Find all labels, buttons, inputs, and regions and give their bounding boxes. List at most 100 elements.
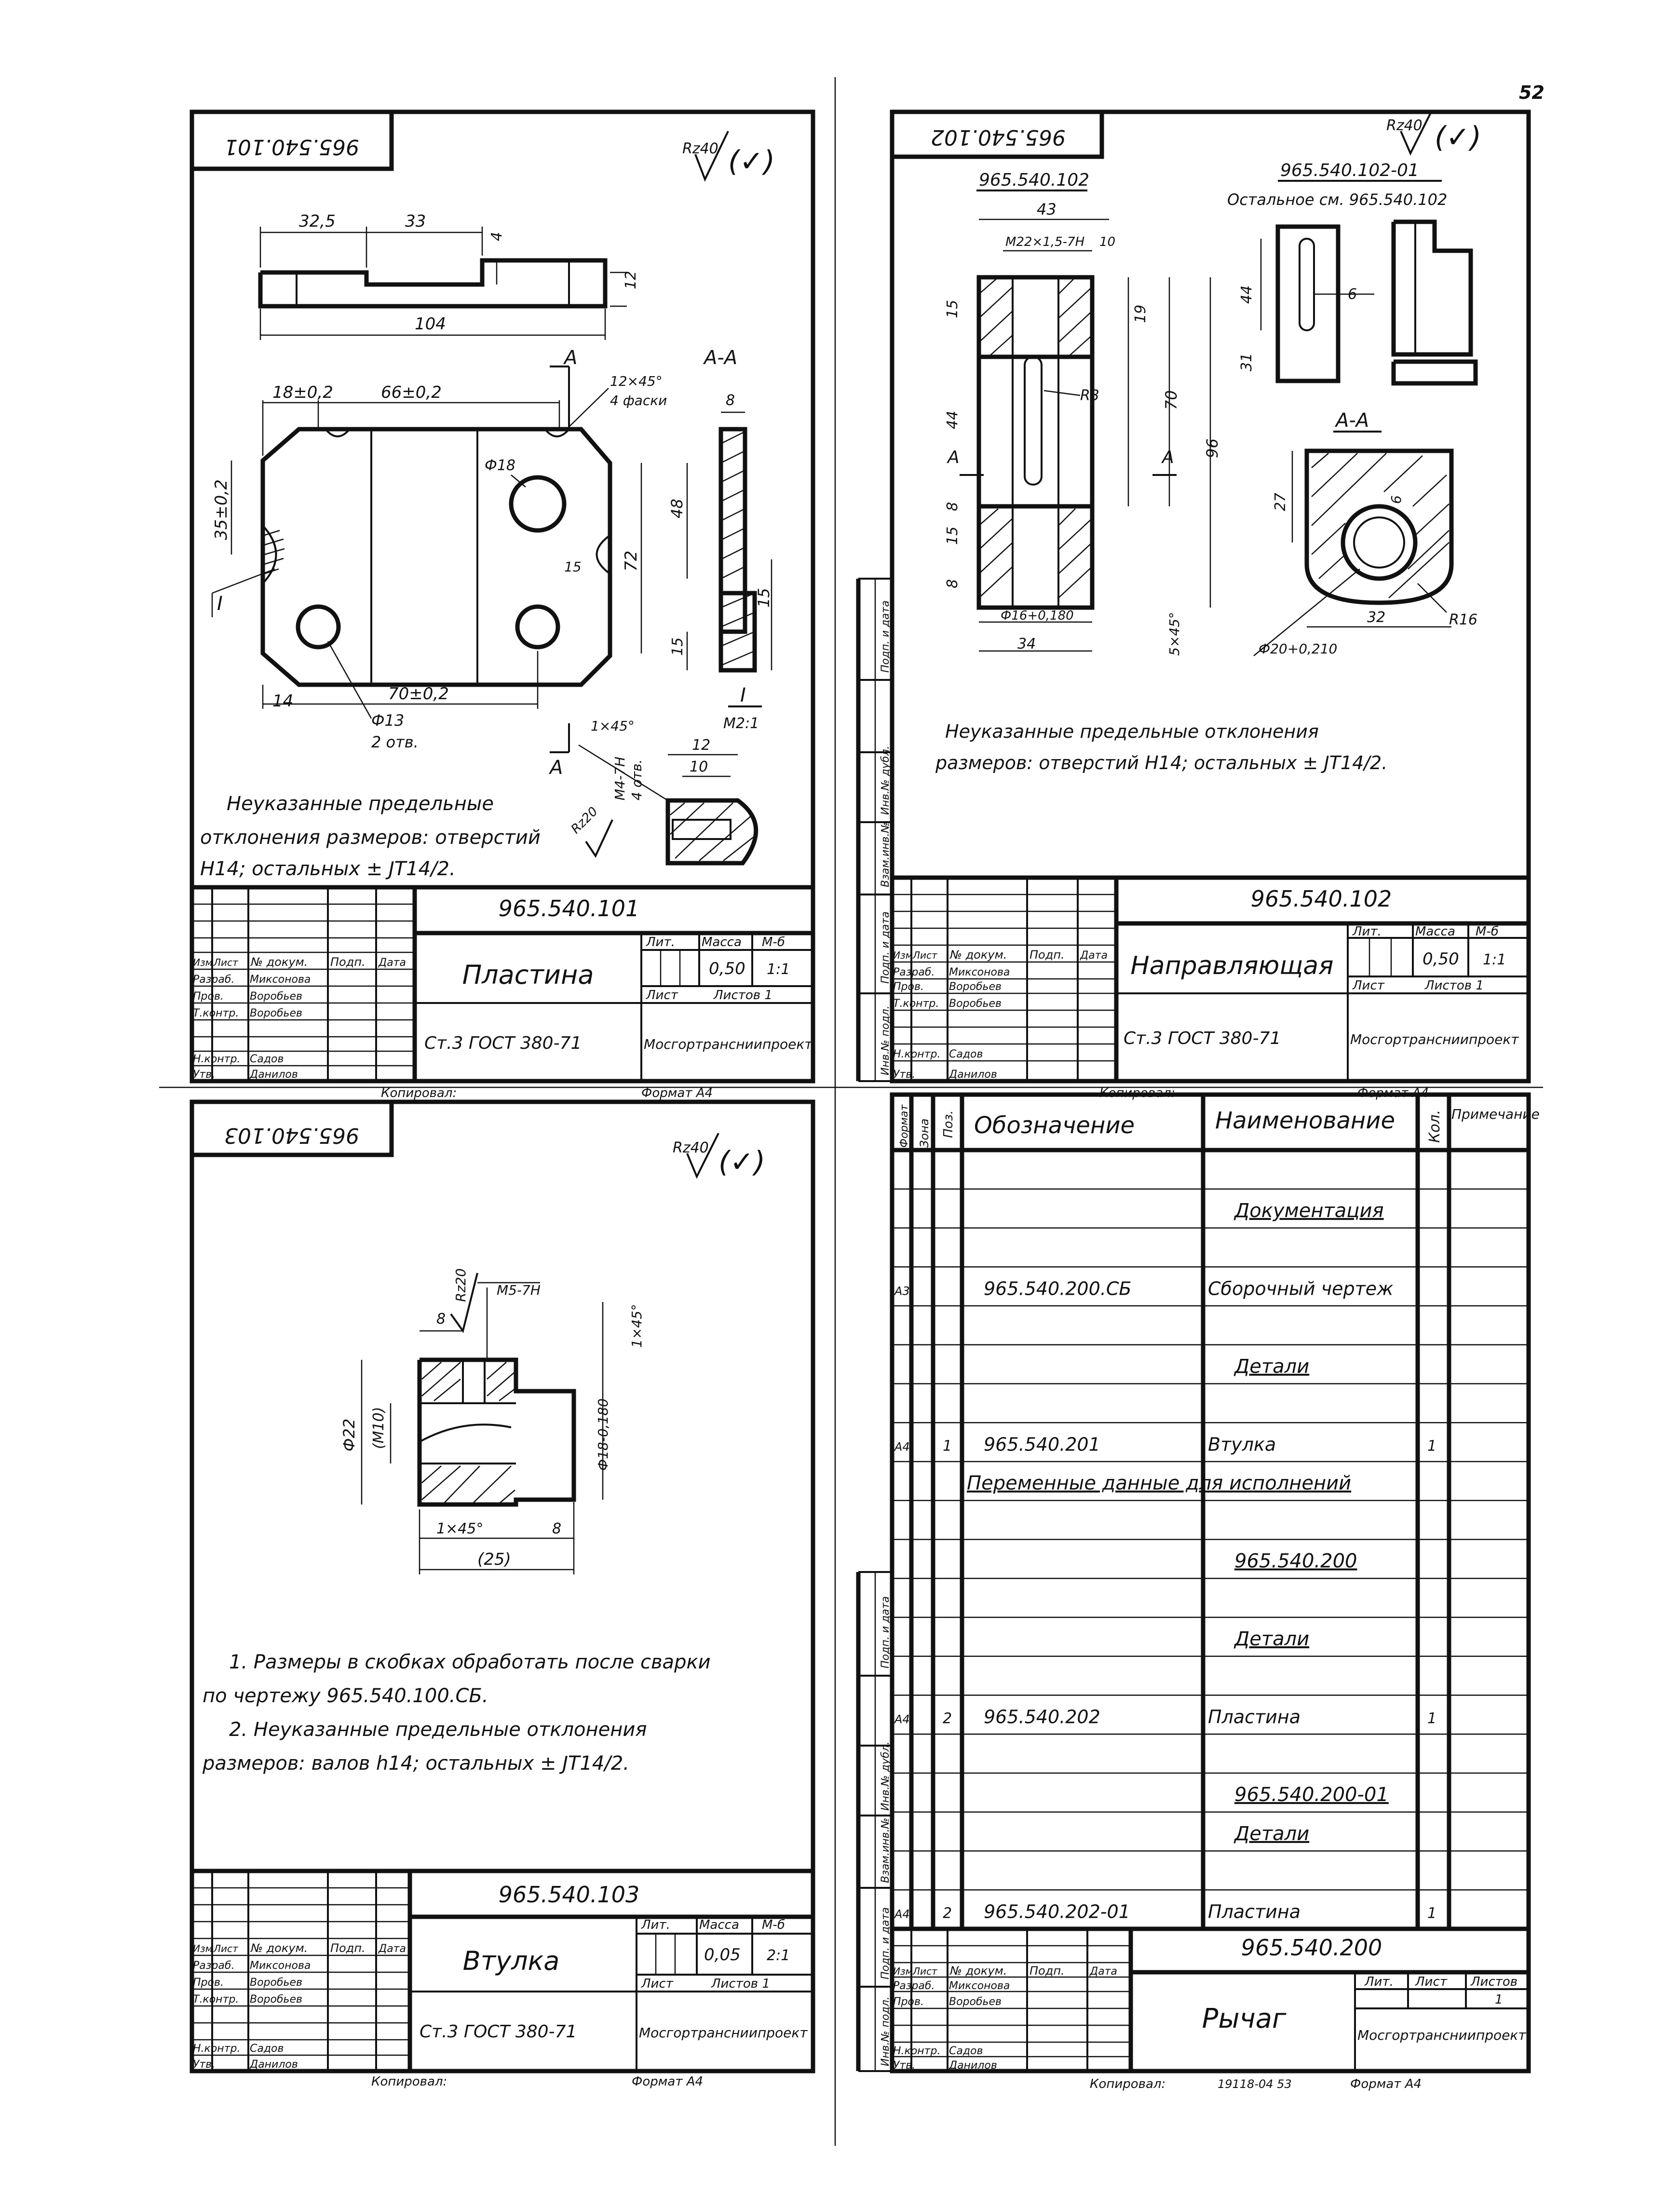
- svg-text:12: 12: [623, 271, 639, 289]
- svg-text:I: I: [740, 684, 746, 706]
- svg-text:Лист: Лист: [912, 949, 938, 961]
- svg-text:М4-7Н: М4-7Н: [612, 757, 628, 800]
- designation: 965.540.101: [499, 895, 640, 922]
- svg-text:Поз.: Поз.: [941, 1110, 956, 1138]
- section-a-a: А-А 27 6 32 R16 Ф20+0,210: [1253, 409, 1477, 657]
- svg-text:Rz40: Rz40: [1386, 117, 1423, 134]
- svg-text:Лит.: Лит.: [646, 935, 675, 949]
- svg-text:15: 15: [944, 300, 961, 318]
- plate-plan-view: 18±0,2 66±0,2 12×45° 4 фаски А А 35±0,2 …: [211, 347, 667, 779]
- svg-text:1: 1: [1495, 1992, 1503, 2007]
- bushing-section-view: Rz20 М5-7Н 8 1×45° Ф22 (М10) Ф18-0,180 1…: [340, 1268, 645, 1574]
- svg-text:Т.контр.: Т.контр.: [193, 1993, 239, 2006]
- svg-text:Н.контр.: Н.контр.: [193, 2043, 240, 2055]
- roughness-symbol: Rz40 (✓): [682, 131, 775, 182]
- svg-text:Ф18-0,180: Ф18-0,180: [595, 1398, 611, 1471]
- spec-name: Сборочный чертеж: [1208, 1278, 1393, 1299]
- svg-text:Изм: Изм: [193, 1943, 213, 1954]
- svg-text:Формат А4: Формат А4: [1350, 2077, 1422, 2091]
- svg-text:8: 8: [726, 392, 735, 409]
- svg-text:Обозначение: Обозначение: [974, 1112, 1135, 1139]
- svg-text:Садов: Садов: [250, 1053, 284, 1065]
- svg-text:Воробьев: Воробьев: [250, 1993, 302, 2006]
- svg-text:965.540.103: 965.540.103: [224, 1123, 359, 1148]
- svg-text:Разраб.: Разраб.: [193, 1960, 234, 1972]
- svg-text:М22×1,5-7Н: М22×1,5-7Н: [1005, 235, 1084, 249]
- svg-text:8: 8: [436, 1311, 446, 1328]
- svg-text:8: 8: [944, 502, 961, 511]
- svg-text:Копировал:: Копировал:: [381, 1086, 457, 1100]
- svg-text:965.540.103: 965.540.103: [499, 1882, 640, 1908]
- svg-text:М-б: М-б: [762, 935, 785, 949]
- spec-name: Втулка: [1208, 1434, 1276, 1455]
- svg-text:Ф18: Ф18: [485, 457, 515, 474]
- spec-heading: Детали: [1233, 1628, 1309, 1650]
- svg-text:Утв.: Утв.: [193, 2059, 215, 2071]
- svg-text:1×45°: 1×45°: [629, 1304, 645, 1348]
- svg-text:М-б: М-б: [762, 1918, 785, 1932]
- svg-text:4 отв.: 4 отв.: [629, 759, 645, 800]
- svg-text:Лит.: Лит.: [1364, 1975, 1394, 1989]
- svg-text:Изм: Изм: [193, 957, 213, 968]
- svg-text:Масса: Масса: [1415, 924, 1455, 939]
- svg-text:15: 15: [669, 637, 686, 656]
- svg-text:по чертежу 965.540.100.СБ.: по чертежу 965.540.100.СБ.: [203, 1685, 488, 1707]
- svg-text:(✓): (✓): [1435, 121, 1481, 154]
- svg-text:Воробьев: Воробьев: [250, 1007, 302, 1019]
- svg-text:15: 15: [944, 527, 961, 545]
- svg-text:Листов: Листов: [1470, 1975, 1517, 1989]
- svg-text:Листов 1: Листов 1: [713, 988, 772, 1003]
- svg-text:965.540.102: 965.540.102: [1251, 886, 1392, 912]
- svg-text:М-б: М-б: [1476, 924, 1499, 939]
- guide-01-views: 44 6 31: [1238, 219, 1478, 386]
- svg-text:Н.контр.: Н.контр.: [193, 1053, 240, 1065]
- spec-heading: 965.540.200-01: [1234, 1784, 1389, 1806]
- svg-text:отклонения размеров: отверстий: отклонения размеров: отверстий: [200, 827, 541, 849]
- svg-text:Инв.№ подл.: Инв.№ подл.: [880, 1996, 892, 2066]
- svg-text:0,50: 0,50: [709, 959, 745, 978]
- svg-text:Н14; остальных ± JT14/2.: Н14; остальных ± JT14/2.: [200, 858, 456, 880]
- svg-text:Данилов: Данилов: [249, 1069, 298, 1081]
- svg-text:Дата: Дата: [1089, 1965, 1117, 1978]
- svg-text:R16: R16: [1449, 611, 1477, 628]
- svg-text:размеров: валов h14; остальных: размеров: валов h14; остальных ± JT14/2.: [202, 1752, 629, 1775]
- svg-text:35±0,2: 35±0,2: [212, 479, 231, 540]
- svg-text:Т.контр.: Т.контр.: [193, 1007, 239, 1019]
- svg-text:Лист: Лист: [646, 988, 678, 1003]
- svg-text:Зона: Зона: [918, 1119, 931, 1148]
- svg-text:43: 43: [1037, 200, 1057, 218]
- svg-text:96: 96: [1203, 438, 1221, 458]
- svg-text:М2:1: М2:1: [723, 715, 759, 732]
- svg-text:Пров.: Пров.: [893, 1996, 924, 2008]
- svg-text:Копировал:: Копировал:: [371, 2074, 447, 2089]
- svg-text:Лист: Лист: [641, 1977, 674, 1991]
- svg-text:Данилов: Данилов: [948, 2060, 997, 2072]
- svg-text:Масса: Масса: [699, 1918, 739, 1932]
- side-strip: Инв.№ подл. Подп. и дата Взам.инв.№ Инв.…: [856, 1571, 892, 2072]
- sheet-965-540-103: 965.540.103 Rz40 (✓) Rz20 М5-7Н 8 1×4: [190, 1099, 815, 2089]
- svg-text:4: 4: [488, 232, 505, 241]
- svg-text:Садов: Садов: [949, 2045, 983, 2057]
- spec-format: А4: [894, 1907, 910, 1921]
- svg-text:Подп.: Подп.: [330, 1941, 366, 1955]
- svg-text:1×45°: 1×45°: [591, 718, 635, 734]
- spec-designation: 965.540.202-01: [984, 1901, 1130, 1922]
- svg-text:I: I: [217, 593, 223, 615]
- svg-text:Подп. и дата: Подп. и дата: [880, 600, 892, 673]
- svg-text:1. Размеры в скобках обработат: 1. Размеры в скобках обработать после св…: [229, 1651, 711, 1673]
- svg-text:Rz40: Rz40: [682, 140, 718, 157]
- svg-text:19: 19: [1132, 305, 1149, 323]
- svg-text:Утв.: Утв.: [893, 2060, 915, 2072]
- svg-text:Садов: Садов: [250, 2043, 284, 2055]
- svg-text:8: 8: [552, 1520, 561, 1537]
- svg-text:(✓): (✓): [718, 1145, 765, 1179]
- svg-text:Лист: Лист: [213, 1943, 239, 1954]
- svg-text:Лист: Лист: [912, 1965, 938, 1977]
- spec-name: Пластина: [1208, 1707, 1301, 1728]
- svg-text:Воробьев: Воробьев: [250, 990, 302, 1003]
- svg-text:Rz20: Rz20: [569, 804, 601, 837]
- svg-text:Листов 1: Листов 1: [1424, 978, 1484, 993]
- svg-text:Разраб.: Разраб.: [893, 1980, 935, 1992]
